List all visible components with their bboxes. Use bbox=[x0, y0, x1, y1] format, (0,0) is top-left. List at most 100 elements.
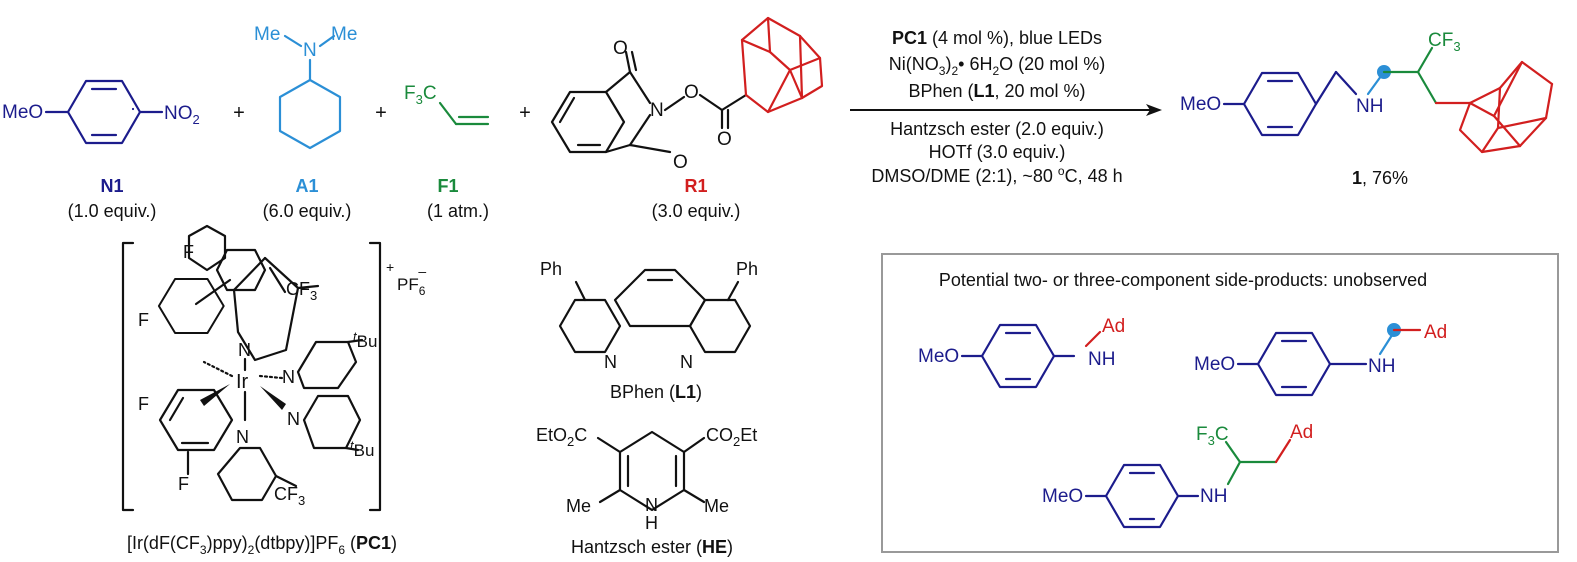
f1-single-bond bbox=[438, 101, 458, 126]
a1-cyclohexane-ring bbox=[278, 78, 342, 150]
ligand-bphen: Ph Ph N N BPhen (L1) bbox=[540, 259, 758, 402]
fluoro-3: F bbox=[138, 394, 149, 414]
ppy-top-fluoroaryl bbox=[157, 278, 225, 334]
he-methyl-right: Me bbox=[704, 496, 729, 516]
product-nh: NH bbox=[1356, 96, 1383, 117]
f1-equiv: (1 atm.) bbox=[427, 201, 489, 221]
sp1-methoxy: MeO bbox=[918, 346, 959, 367]
r1-oxygen-link: O bbox=[684, 82, 699, 103]
f1-label: F1 bbox=[437, 176, 458, 196]
sp1-ad: Ad bbox=[1102, 316, 1125, 337]
reaction-conditions: PC1 (4 mol %), blue LEDs Ni(NO3)2• 6H2O … bbox=[850, 28, 1162, 186]
conditions-line-5: HOTf (3.0 equiv.) bbox=[929, 142, 1066, 162]
ligand-name: BPhen (L1) bbox=[610, 382, 702, 402]
bpy-ring-top bbox=[296, 340, 358, 390]
fluoro-1: F bbox=[183, 242, 194, 262]
tbu-top: tBu bbox=[353, 329, 377, 351]
a1-methyl-right: Me bbox=[331, 24, 357, 45]
plus-sign-3: + bbox=[519, 102, 531, 124]
hantzsch-ester: EtO2C CO2Et Me Me N H Hantzsch ester (HE… bbox=[536, 425, 757, 557]
product-label: 1, 76% bbox=[1352, 168, 1408, 188]
bphen-ring-right bbox=[688, 298, 752, 354]
sp1-benzene-ring bbox=[980, 323, 1056, 389]
ppy-bottom-fluoroaryl bbox=[158, 388, 234, 452]
a1-nme-bond-right bbox=[318, 34, 336, 48]
r1-imide-c1 bbox=[604, 70, 632, 94]
catalyst-charge: + bbox=[386, 259, 394, 275]
product-1: MeO NH CF3 1, 76% bbox=[1180, 30, 1554, 188]
fluoro-4: F bbox=[178, 474, 189, 494]
n-top: N bbox=[238, 340, 251, 360]
sp2-benzene-ring bbox=[1256, 331, 1332, 397]
r1-n-o-bond bbox=[663, 95, 686, 112]
side-products-title: Potential two- or three-component side-p… bbox=[939, 270, 1427, 290]
sp2-methoxy: MeO bbox=[1194, 354, 1235, 375]
he-nh-h: H bbox=[645, 513, 658, 533]
r1-nitrogen: N bbox=[650, 100, 664, 121]
catalyst-name: [Ir(dF(CF3)ppy)2(dtbpy)]PF6 (PC1) bbox=[127, 533, 397, 557]
n1-benzene-ring bbox=[66, 79, 142, 145]
conditions-line-1: PC1 (4 mol %), blue LEDs bbox=[892, 28, 1102, 48]
hantzsch-name: Hantzsch ester (HE) bbox=[571, 537, 733, 557]
n-bpy-1: N bbox=[282, 367, 295, 387]
bphen-ring-left bbox=[558, 298, 622, 354]
n1-equiv: (1.0 equiv.) bbox=[68, 201, 157, 221]
a1-nitrogen: N bbox=[303, 40, 317, 61]
r1-oxygen-bottom: O bbox=[673, 152, 688, 173]
sp3-ad: Ad bbox=[1290, 422, 1313, 443]
phenyl-right: Ph bbox=[736, 259, 758, 279]
ir-wedge-bond-2 bbox=[260, 386, 286, 410]
ppy-top-aryl-ring bbox=[187, 224, 227, 272]
f1-cf3-group: F3C bbox=[404, 83, 437, 107]
product-adamantyl-cage bbox=[1434, 60, 1554, 154]
r1-imide-c2 bbox=[604, 143, 632, 154]
product-methoxy: MeO bbox=[1180, 94, 1221, 115]
product-cf3: CF3 bbox=[1428, 30, 1461, 54]
reagent-a1: Me N Me A1 (6.0 equiv.) bbox=[254, 24, 357, 221]
iridium-center: Ir bbox=[236, 371, 249, 393]
sp3-cf3: F3C bbox=[1196, 424, 1229, 448]
sp3-nh: NH bbox=[1200, 486, 1227, 507]
phenyl-left: Ph bbox=[540, 259, 562, 279]
r1-oxygen-top: O bbox=[613, 38, 628, 59]
conditions-line-4: Hantzsch ester (2.0 equiv.) bbox=[890, 119, 1104, 139]
reagent-n1: MeO NO2 N1 (1.0 equiv.) bbox=[2, 79, 200, 221]
n1-methoxy: MeO bbox=[2, 102, 43, 123]
r1-o-c-bond bbox=[698, 93, 724, 112]
conditions-line-6: DMSO/DME (2:1), ~80 oC, 48 h bbox=[871, 164, 1122, 186]
sp3-benzene-ring bbox=[1104, 463, 1180, 529]
he-ester-right: CO2Et bbox=[706, 425, 757, 449]
side-product-1: MeO NH Ad bbox=[918, 316, 1125, 389]
bphen-n-left: N bbox=[604, 352, 617, 372]
n1-label: N1 bbox=[100, 176, 123, 196]
r1-benzo-ring bbox=[550, 90, 626, 154]
cf3-bottom: CF3 bbox=[274, 484, 305, 508]
ir-wedge-bond bbox=[200, 384, 230, 406]
fluoro-2: F bbox=[138, 310, 149, 330]
n-bottom: N bbox=[236, 427, 249, 447]
bphen-n-right: N bbox=[680, 352, 693, 372]
cf3-top: CF3 bbox=[286, 279, 317, 303]
side-product-2: MeO NH Ad bbox=[1194, 322, 1447, 397]
bracket-right bbox=[368, 241, 382, 512]
plus-sign-1: + bbox=[233, 102, 245, 124]
reagent-f1: F3C F1 (1 atm.) bbox=[404, 83, 490, 221]
n-bpy-2: N bbox=[287, 409, 300, 429]
r1-carbonyl-bottom bbox=[628, 143, 672, 154]
sp2-ad: Ad bbox=[1424, 322, 1447, 343]
tbu-bottom: tBu bbox=[350, 438, 374, 460]
side-products-border bbox=[881, 253, 1559, 553]
r1-carbonyl-top bbox=[624, 50, 632, 74]
side-products-box: Potential two- or three-component side-p… bbox=[881, 253, 1559, 553]
conditions-line-3: BPhen (L1, 20 mol %) bbox=[908, 81, 1085, 101]
side-product-3: MeO NH F3C Ad bbox=[1042, 422, 1313, 529]
r1-c-ad-bond bbox=[720, 93, 748, 112]
catalyst-counterion: PF6– bbox=[397, 263, 426, 298]
reagent-r1: O N O O O R1 (3.0 equiv.) bbox=[550, 16, 824, 221]
bpy-ring-bottom bbox=[302, 394, 362, 450]
bracket-left bbox=[121, 241, 135, 512]
he-nh-n: N bbox=[645, 495, 658, 515]
he-ester-left: EtO2C bbox=[536, 425, 587, 449]
reaction-arrow-head bbox=[1146, 104, 1162, 116]
